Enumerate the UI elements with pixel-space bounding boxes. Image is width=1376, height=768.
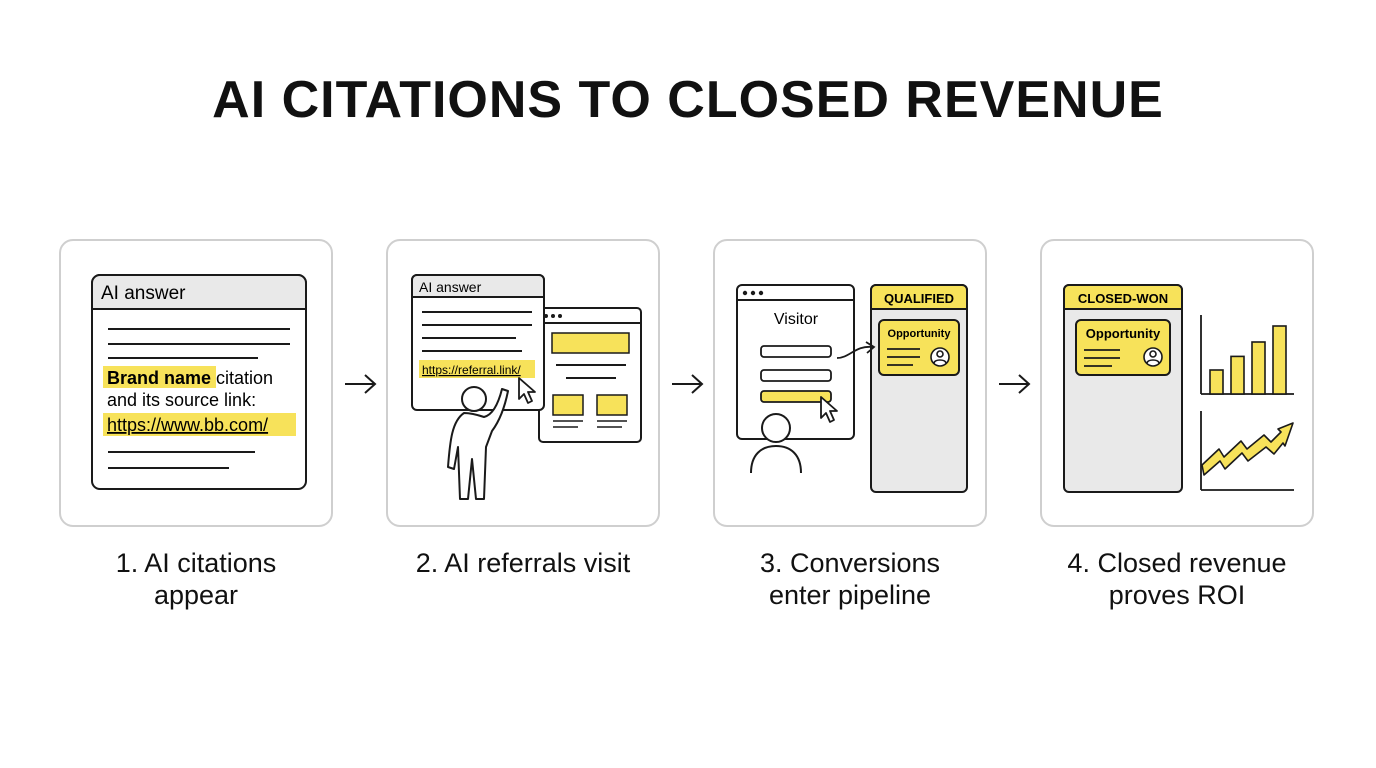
step-4-illustration: CLOSED-WON Opportunity <box>1063 284 1294 493</box>
revenue-bar <box>1230 355 1245 395</box>
step-4-panel: CLOSED-WON Opportunity <box>1040 239 1314 527</box>
card-label: Opportunity <box>888 328 952 340</box>
visitor-form-window <box>736 284 855 440</box>
window-title: AI answer <box>419 279 482 295</box>
flow-arrowhead <box>865 341 876 354</box>
revenue-bar-chart <box>1200 315 1294 395</box>
column-header <box>1063 284 1183 310</box>
referral-link[interactable]: https://referral.link/ <box>422 363 521 377</box>
arrow-right-icon <box>345 374 377 394</box>
growth-arrow-icon <box>1201 422 1294 476</box>
flow-arrow <box>836 345 874 359</box>
window-titlebar <box>91 274 307 310</box>
step-4-caption: 4. Closed revenue proves ROI <box>1040 547 1314 611</box>
visitor-avatar-icon <box>750 413 802 474</box>
brand-name: Brand name <box>107 368 211 388</box>
caption-line: proves ROI <box>1108 580 1246 610</box>
closed-won-column <box>1063 284 1183 493</box>
caption-line: enter pipeline <box>768 580 932 610</box>
caption-line: 2. AI referrals visit <box>415 548 631 578</box>
step-1-illustration: AI answer Brand name citation and its so… <box>91 274 307 490</box>
contact-icon <box>930 347 950 367</box>
website-banner <box>551 332 630 354</box>
arrow-right-icon <box>999 374 1031 394</box>
revenue-bar <box>1272 325 1287 395</box>
caption-line: 3. Conversions <box>759 548 941 578</box>
caption-line: appear <box>153 580 239 610</box>
brand-highlight <box>103 366 216 388</box>
citation-text: Brand name citation <box>107 368 273 388</box>
caption-line: 1. AI citations <box>115 548 277 578</box>
cursor-icon <box>820 396 838 423</box>
step-2-panel: AI answer https://referral.link/ <box>386 239 660 527</box>
website-block <box>552 394 584 416</box>
arrow-right-icon <box>672 374 704 394</box>
caption-line: 4. Closed revenue <box>1067 548 1287 578</box>
column-label: QUALIFIED <box>884 291 954 306</box>
step-2-illustration: AI answer https://referral.link/ <box>411 274 642 500</box>
source-url[interactable]: https://www.bb.com/ <box>107 415 268 435</box>
source-text: and its source link: <box>107 390 256 410</box>
step-3-panel: Visitor QUALIFIED Opportunity <box>713 239 987 527</box>
cursor-icon <box>518 377 536 404</box>
contact-icon <box>1143 347 1163 367</box>
citation-word: citation <box>211 368 273 388</box>
window-dot <box>558 314 562 318</box>
form-submit-button[interactable] <box>760 390 832 403</box>
website-block <box>596 394 628 416</box>
person-icon <box>447 386 509 500</box>
growth-line-chart <box>1200 411 1294 491</box>
window-dot <box>758 290 764 296</box>
step-3-caption: 3. Conversions enter pipeline <box>713 547 987 611</box>
website-window <box>538 307 642 443</box>
window-dot <box>742 290 748 296</box>
referral-highlight <box>419 360 535 378</box>
url-highlight <box>103 413 296 436</box>
step-2-caption: 2. AI referrals visit <box>386 547 660 579</box>
column-label: CLOSED-WON <box>1078 291 1168 306</box>
page-title: AI CITATIONS TO CLOSED REVENUE <box>212 71 1164 129</box>
column-header <box>870 284 968 310</box>
revenue-bar <box>1209 369 1224 395</box>
step-1-panel: AI answer Brand name citation and its so… <box>59 239 333 527</box>
qualified-column <box>870 284 968 493</box>
step-1-caption: 1. AI citations appear <box>59 547 333 611</box>
step-3-illustration: Visitor QUALIFIED Opportunity <box>736 284 968 493</box>
window-titlebar <box>411 274 545 298</box>
form-field[interactable] <box>760 345 832 358</box>
window-dot <box>551 314 555 318</box>
revenue-bar <box>1251 341 1266 395</box>
card-label: Opportunity <box>1086 326 1161 341</box>
form-title: Visitor <box>774 311 819 328</box>
window-dot <box>750 290 756 296</box>
form-field[interactable] <box>760 369 832 382</box>
window-title: AI answer <box>101 283 186 304</box>
